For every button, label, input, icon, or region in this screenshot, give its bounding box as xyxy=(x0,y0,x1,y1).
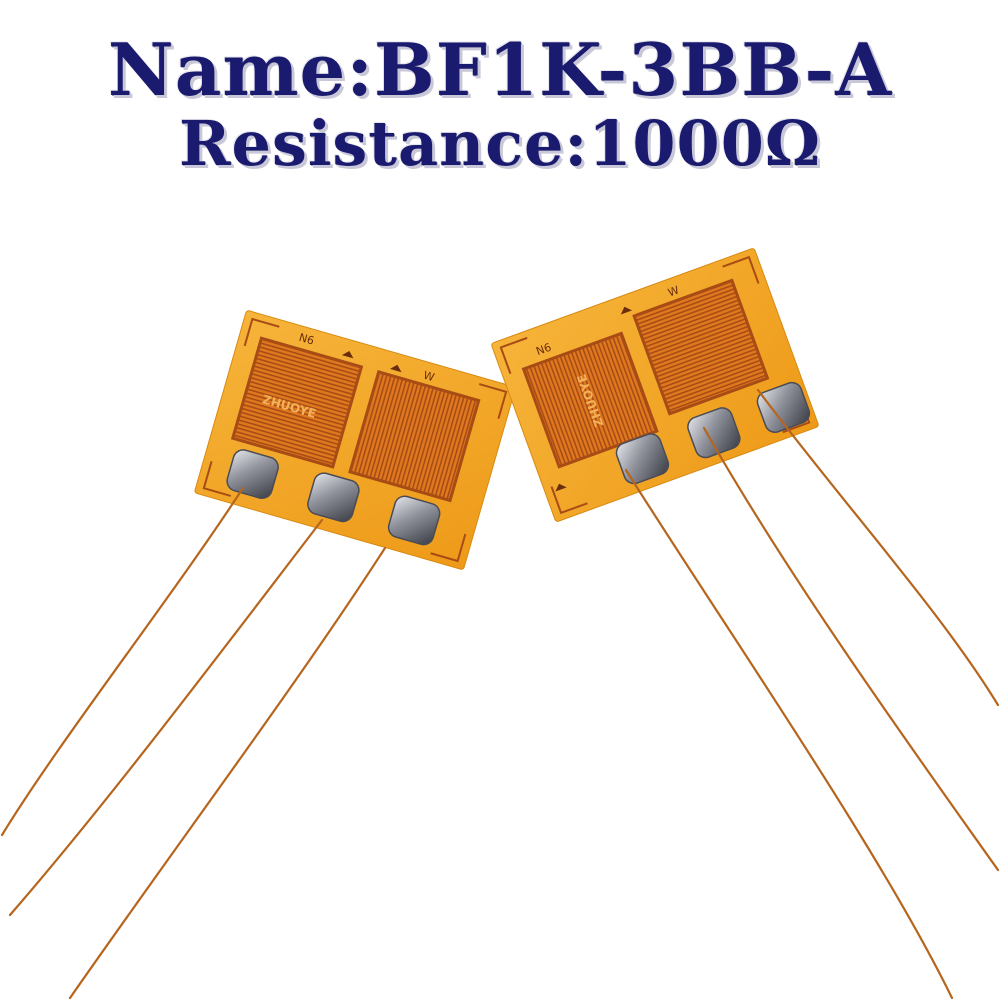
lead-wires xyxy=(0,388,1000,1000)
left-gauge-code-label: N6 xyxy=(297,331,315,348)
right-gauge-wire-3 xyxy=(756,388,1000,707)
left-gauge-wire-2 xyxy=(8,518,324,917)
right-gauge-grid-horizontal xyxy=(632,278,770,416)
right-strain-gauge: N6 ZHUOYE W xyxy=(491,248,819,522)
right-gauge-wire-1 xyxy=(624,468,954,1000)
resistance-caption: Resistance:1000Ω xyxy=(178,107,822,180)
left-gauge-wire-1 xyxy=(0,486,245,837)
left-gauge-grid-vertical xyxy=(348,370,481,503)
left-strain-gauge: N6 ZHUOYE W xyxy=(194,310,516,570)
right-gauge-code-label: N6 xyxy=(534,341,553,358)
left-gauge-solder-pads xyxy=(226,449,441,546)
product-name-caption: Name:BF1K-3BB-A xyxy=(107,27,893,112)
left-gauge-wire-3 xyxy=(68,546,387,1000)
left-gauge-grid-horizontal xyxy=(230,336,364,469)
right-gauge-direction-label: W xyxy=(666,283,681,299)
left-gauge-direction-label: W xyxy=(422,369,436,385)
right-gauge-solder-pads xyxy=(615,381,811,485)
right-gauge-wire-2 xyxy=(702,426,1000,872)
right-gauge-grid-vertical xyxy=(521,331,659,469)
